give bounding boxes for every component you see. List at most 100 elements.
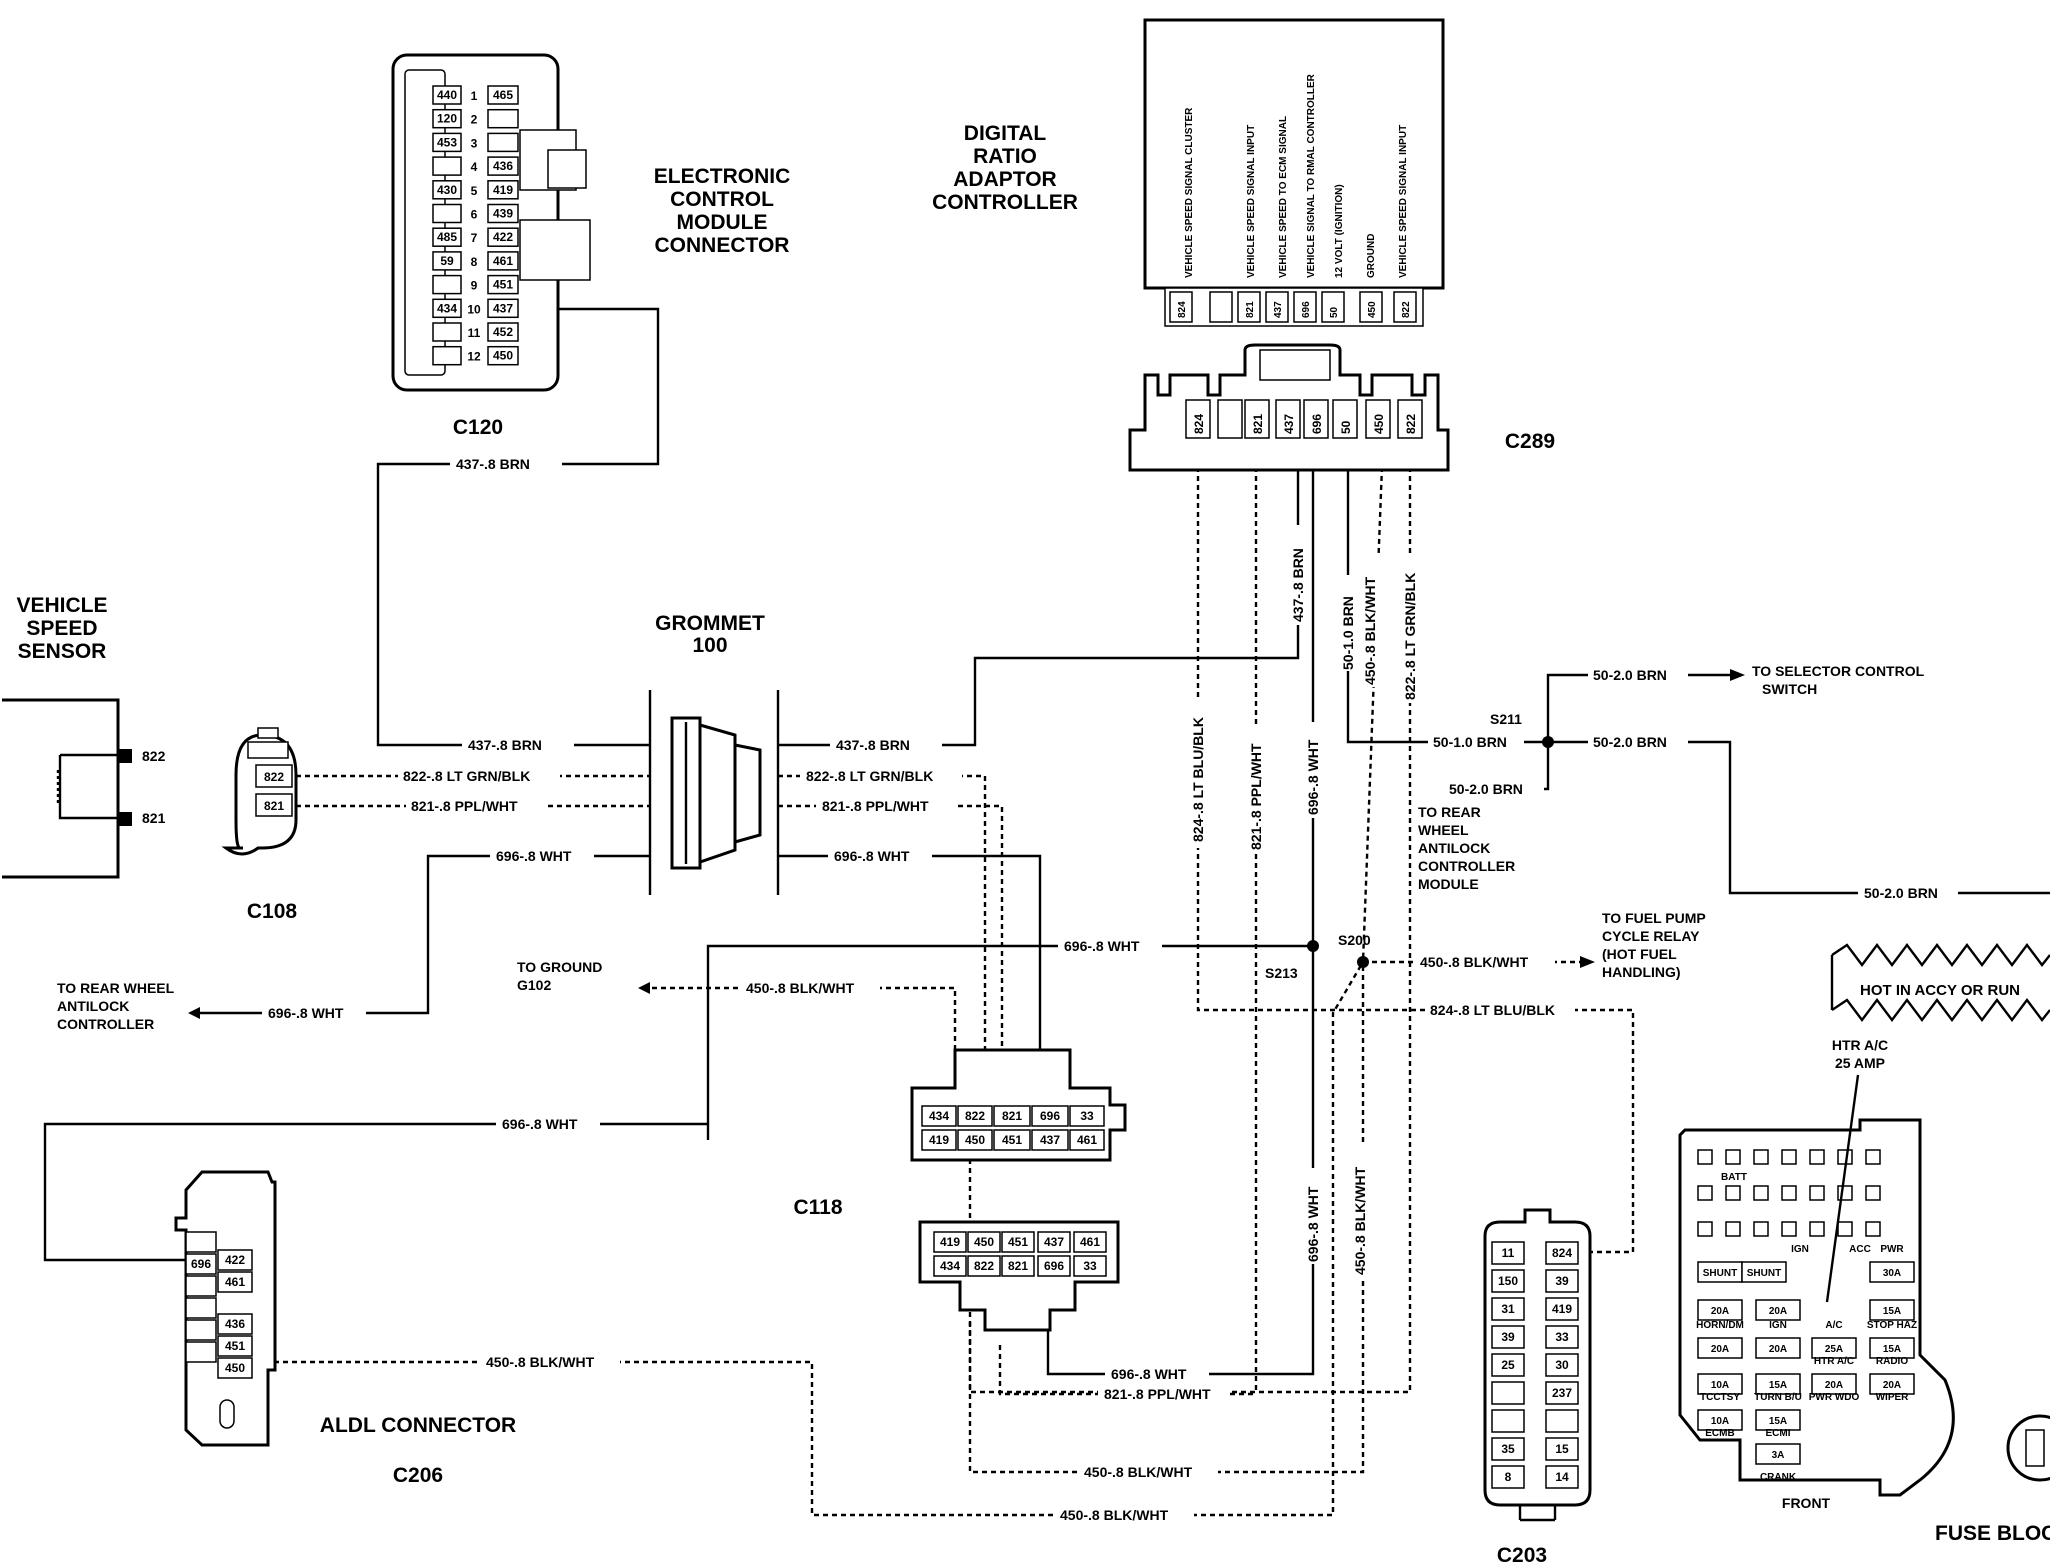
c118-label: C118 — [793, 1196, 842, 1219]
fuse-slot — [1809, 1221, 1825, 1237]
fuse-4-text: 20A — [1711, 1306, 1729, 1317]
c118-upper-r1-2-text: 822 — [965, 1109, 985, 1123]
c120-right-8-text: 461 — [493, 254, 513, 268]
c120-left-1 — [432, 85, 462, 105]
wire-822-right — [778, 774, 987, 1110]
fuse-name-13: CRANK — [1760, 1472, 1797, 1483]
c203-right-3 — [1545, 1297, 1579, 1321]
c120-right-2 — [487, 108, 519, 129]
fuse-12 — [1755, 1373, 1801, 1395]
c120-pin-num-3: 3 — [471, 136, 478, 150]
aldl-label: ALDL CONNECTOR — [320, 1414, 516, 1437]
label-w437-right: 437-.8 BRN — [836, 737, 910, 753]
splice-s211: S211 — [1490, 711, 1522, 727]
c108-pin-822: 822 — [264, 770, 284, 784]
drac-pin-text-5: 696 — [1301, 301, 1312, 318]
c118-lower-r1-1 — [933, 1231, 967, 1253]
drac-signal-6: GROUND — [1366, 234, 1377, 278]
c118-upper-r1-1 — [921, 1105, 957, 1127]
c118-upper-r2-3-text: 451 — [1002, 1133, 1022, 1147]
fuse-name-9: PWR WDO — [1809, 1392, 1860, 1403]
c120-right-3 — [487, 132, 519, 153]
fuse-front-label: FRONT — [1782, 1495, 1831, 1511]
drac-pin-text-8: 822 — [1401, 301, 1412, 318]
aldl-left-2 — [185, 1253, 217, 1275]
htr-fuse-label-2: 25 AMP — [1835, 1055, 1885, 1071]
dest-rear-wheel-3: CONTROLLER — [57, 1016, 154, 1032]
fuse-7 — [1697, 1337, 1743, 1359]
c203-left-8 — [1491, 1437, 1525, 1461]
fuse-slot — [1865, 1221, 1881, 1237]
aldl-right-4 — [217, 1335, 253, 1357]
label-w821-vert: 821-.8 PPL/WHT — [1248, 743, 1264, 850]
ecm-label-1: ELECTRONIC — [654, 165, 791, 188]
label-w696-left: 696-.8 WHT — [496, 848, 572, 864]
fuse-name-10: WIPER — [1876, 1392, 1910, 1403]
c118-lower-r1-2 — [967, 1231, 1001, 1253]
c289-pin-text-5: 696 — [1310, 414, 1324, 434]
dest-fuel-4: HANDLING) — [1602, 964, 1681, 980]
c118-upper-r2-1-text: 419 — [929, 1133, 949, 1147]
fuse-9 — [1811, 1337, 1857, 1359]
c120-right-11 — [487, 322, 519, 342]
c120-left-7 — [432, 227, 462, 247]
c118-lower-r1-3-text: 451 — [1008, 1235, 1028, 1249]
fuse-13-text: 20A — [1825, 1380, 1843, 1391]
c120-left-9 — [432, 274, 462, 295]
dest-rear-wheel-1: TO REAR WHEEL — [57, 980, 175, 996]
splice-s200: S200 — [1338, 932, 1371, 948]
drac-module: DIGITAL RATIO ADAPTOR CONTROLLER VEHICLE… — [932, 18, 1445, 327]
dest-selector-2: SWITCH — [1762, 681, 1817, 697]
fuse-name-8: TURN B/U — [1754, 1392, 1802, 1403]
c120-pin-num-11: 11 — [468, 326, 481, 340]
c289-pin-6 — [1332, 399, 1358, 439]
fuse-17-text: 3A — [1772, 1450, 1785, 1461]
splices: S211 S213 S200 — [1265, 711, 1554, 981]
fuse-11 — [1697, 1373, 1743, 1395]
dest-fuel-1: TO FUEL PUMP — [1602, 910, 1706, 926]
ecm-label-4: CONNECTOR — [655, 234, 790, 257]
splice-s211-dot — [1542, 736, 1554, 748]
fuse-6 — [1869, 1299, 1915, 1321]
c108-label: C108 — [247, 900, 298, 923]
c118-upper-r1-1-text: 434 — [929, 1109, 949, 1123]
c289-pin-8 — [1397, 399, 1423, 439]
label-w437-ecm: 437-.8 BRN — [456, 456, 530, 472]
fuse-12-text: 15A — [1769, 1380, 1787, 1391]
drac-signal-1: VEHICLE SPEED SIGNAL CLUSTER — [1184, 107, 1195, 278]
c289-pin-1 — [1185, 399, 1211, 439]
drac-pin-2 — [1209, 291, 1233, 323]
c118-upper-r1-2 — [957, 1105, 993, 1127]
c203-left-5-text: 25 — [1501, 1358, 1515, 1372]
fuse-slot — [1865, 1185, 1881, 1201]
drac-pin-7 — [1359, 291, 1383, 323]
fuse-slot — [1809, 1185, 1825, 1201]
fuse-slot — [1697, 1149, 1713, 1165]
c118-lower-r1-1-text: 419 — [940, 1235, 960, 1249]
c118-lower-r2-1 — [933, 1255, 967, 1277]
c120-right-9-text: 451 — [493, 278, 513, 292]
label-w696-bottom: 696-.8 WHT — [1111, 1366, 1187, 1382]
label-w821-bottom: 821-.8 PPL/WHT — [1104, 1386, 1211, 1402]
fuse-slot — [1697, 1185, 1713, 1201]
splice-s213-dot — [1307, 940, 1319, 952]
c203-right-6 — [1545, 1381, 1579, 1405]
c203-right-2 — [1545, 1269, 1579, 1293]
c118-upper-r2-5-text: 461 — [1077, 1133, 1097, 1147]
aldl-left-6 — [185, 1341, 217, 1363]
label-w437-left: 437-.8 BRN — [468, 737, 542, 753]
fuse-name-2: IGN — [1769, 1320, 1787, 1331]
splice-s200-dot — [1357, 956, 1369, 968]
c120-left-11 — [432, 322, 462, 342]
vss-pin-821: 821 — [142, 810, 166, 826]
c120-left-5 — [432, 180, 462, 200]
c203-left-2-text: 150 — [1498, 1274, 1518, 1288]
c289-pin-text-8: 822 — [1404, 414, 1418, 434]
c118-upper-r2-2-text: 450 — [965, 1133, 985, 1147]
label-w50-s211: 50-1.0 BRN — [1433, 734, 1507, 750]
c203-left-9 — [1491, 1465, 1525, 1489]
drac-signal-3: VEHICLE SPEED TO ECM SIGNAL — [1278, 116, 1289, 278]
label-w696-aldl: 696-.8 WHT — [502, 1116, 578, 1132]
fuse-4 — [1697, 1299, 1743, 1321]
